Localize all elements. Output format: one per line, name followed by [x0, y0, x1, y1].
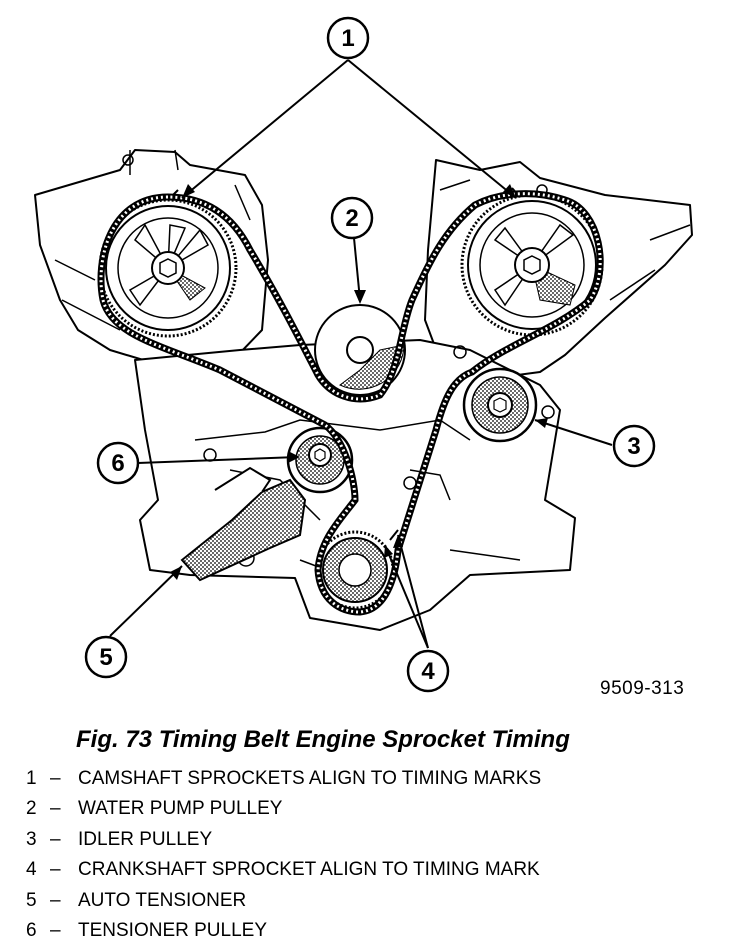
- tensioner-pulley: [286, 426, 354, 494]
- engine-detail-lines: [54, 149, 691, 576]
- idler-pulley: [462, 367, 538, 443]
- legend-label: AUTO TENSIONER: [78, 889, 247, 911]
- figure-reference-code: 9509-313: [600, 678, 685, 699]
- leader-2: [353, 237, 361, 301]
- leader-5: [109, 565, 183, 637]
- callout-5: 5: [84, 635, 128, 679]
- legend-item: 3–IDLER PULLEY: [26, 825, 726, 855]
- callout-6-number: 6: [111, 450, 124, 477]
- legend-number: 6: [26, 919, 37, 941]
- leader-6: [137, 456, 299, 464]
- callout-2-number: 2: [345, 205, 358, 232]
- arrowheads: [170, 184, 548, 580]
- legend-number: 3: [26, 828, 37, 850]
- right-camshaft-sprocket: [460, 187, 604, 337]
- callout-6: 6: [96, 441, 140, 485]
- legend-number: 5: [26, 889, 37, 911]
- legend-dash: –: [50, 889, 61, 911]
- engine-timing-diagram: 1 2 3 4 5 6: [34, 16, 693, 693]
- legend-label: CRANKSHAFT SPROCKET ALIGN TO TIMING MARK: [78, 859, 540, 881]
- callout-4: 4: [406, 649, 450, 693]
- legend-dash: –: [50, 859, 61, 881]
- leader-4-b: [384, 544, 429, 649]
- timing-belt: [97, 190, 604, 616]
- callout-5-number: 5: [99, 644, 112, 671]
- leader-3: [534, 419, 613, 446]
- callout-2: 2: [330, 196, 374, 240]
- crankshaft-sprocket: [315, 529, 399, 610]
- legend-item: 6–TENSIONER PULLEY: [26, 916, 726, 946]
- callout-1: 1: [326, 16, 370, 60]
- legend-dash: –: [50, 798, 61, 820]
- legend-label: TENSIONER PULLEY: [78, 919, 267, 941]
- legend-dash: –: [50, 919, 61, 941]
- legend-dash: –: [50, 768, 61, 789]
- auto-tensioner: [180, 466, 307, 582]
- leader-1-right: [347, 59, 517, 199]
- legend-label: IDLER PULLEY: [78, 828, 213, 850]
- callout-3-number: 3: [627, 433, 640, 460]
- callout-legend: 1–CAMSHAFT SPROCKETS ALIGN TO TIMING MAR…: [26, 764, 726, 946]
- leader-4-a: [397, 534, 429, 649]
- legend-item: 4–CRANKSHAFT SPROCKET ALIGN TO TIMING MA…: [26, 855, 726, 885]
- legend-item: 5–AUTO TENSIONER: [26, 886, 726, 916]
- callout-4-number: 4: [421, 658, 435, 685]
- legend-item: 1–CAMSHAFT SPROCKETS ALIGN TO TIMING MAR…: [26, 764, 726, 794]
- legend-label: WATER PUMP PULLEY: [78, 798, 283, 820]
- leader-1-left: [181, 59, 349, 199]
- callout-1-number: 1: [341, 25, 354, 52]
- legend-number: 1: [26, 768, 37, 789]
- legend-dash: –: [50, 828, 61, 850]
- leader-lines: [109, 59, 613, 649]
- legend-number: 2: [26, 798, 37, 820]
- legend-label: CAMSHAFT SPROCKETS ALIGN TO TIMING MARKS: [78, 768, 542, 789]
- legend-item: 2–WATER PUMP PULLEY: [26, 794, 726, 824]
- left-camshaft-sprocket: [98, 189, 238, 338]
- legend-number: 4: [26, 859, 37, 881]
- callout-3: 3: [612, 424, 656, 468]
- figure-caption: Fig. 73 Timing Belt Engine Sprocket Timi…: [76, 726, 570, 753]
